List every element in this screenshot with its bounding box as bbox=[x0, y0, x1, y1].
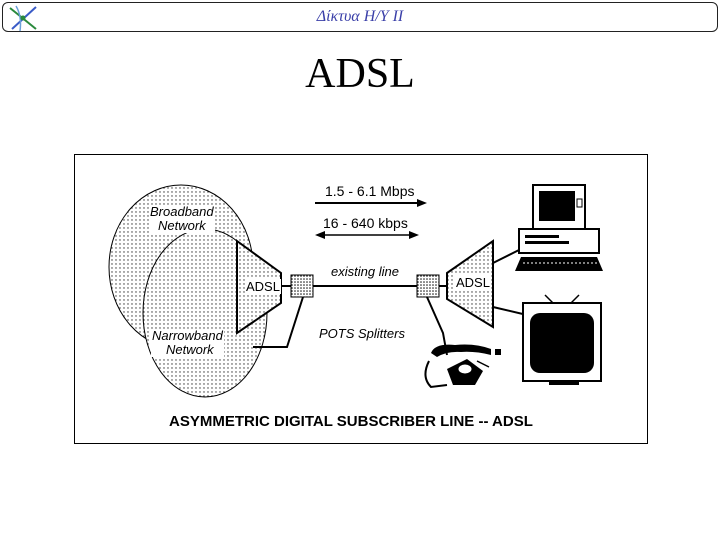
adsl-left-label: ADSL bbox=[245, 279, 281, 294]
broadband-network-label: Broadband Network bbox=[149, 205, 215, 233]
upstream-rate-label: 16 - 640 kbps bbox=[323, 215, 408, 231]
pots-splitter-right bbox=[416, 274, 440, 298]
slide-title: ADSL bbox=[305, 51, 415, 97]
computer-icon bbox=[515, 184, 603, 271]
upstream-arrowhead-right bbox=[409, 231, 419, 239]
line-modem-computer bbox=[492, 248, 522, 264]
diagram-drawing bbox=[108, 184, 603, 398]
pots-splitters-label: POTS Splitters bbox=[319, 326, 405, 341]
line-narrowband-splitter bbox=[253, 296, 304, 348]
line-modem-tv bbox=[492, 306, 528, 316]
adsl-right-label: ADSL bbox=[455, 275, 491, 290]
existing-line-label: existing line bbox=[331, 264, 399, 279]
pots-splitter-left bbox=[290, 274, 314, 298]
broadband-label-line-2: Network bbox=[158, 218, 206, 233]
header-title: Δίκτυα Η/Υ ΙΙ bbox=[316, 8, 404, 25]
logo-icon bbox=[9, 5, 37, 32]
narrowband-network-label: Narrowband Network bbox=[151, 329, 224, 357]
downstream-rate-label: 1.5 - 6.1 Mbps bbox=[325, 183, 415, 199]
adsl-diagram: 1.5 - 6.1 Mbps 16 - 640 kbps Broadband N… bbox=[74, 154, 648, 444]
tv-icon bbox=[522, 294, 602, 385]
broadband-label-line-1: Broadband bbox=[150, 204, 214, 219]
upstream-arrowhead-left bbox=[315, 231, 325, 239]
telephone-icon bbox=[424, 344, 501, 389]
diagram-caption: ASYMMETRIC DIGITAL SUBSCRIBER LINE -- AD… bbox=[169, 413, 533, 430]
downstream-arrowhead bbox=[417, 199, 427, 207]
header-bar: Δίκτυα Η/Υ ΙΙ bbox=[2, 2, 718, 32]
narrowband-label-line-1: Narrowband bbox=[152, 328, 223, 343]
narrowband-label-line-2: Network bbox=[166, 342, 214, 357]
